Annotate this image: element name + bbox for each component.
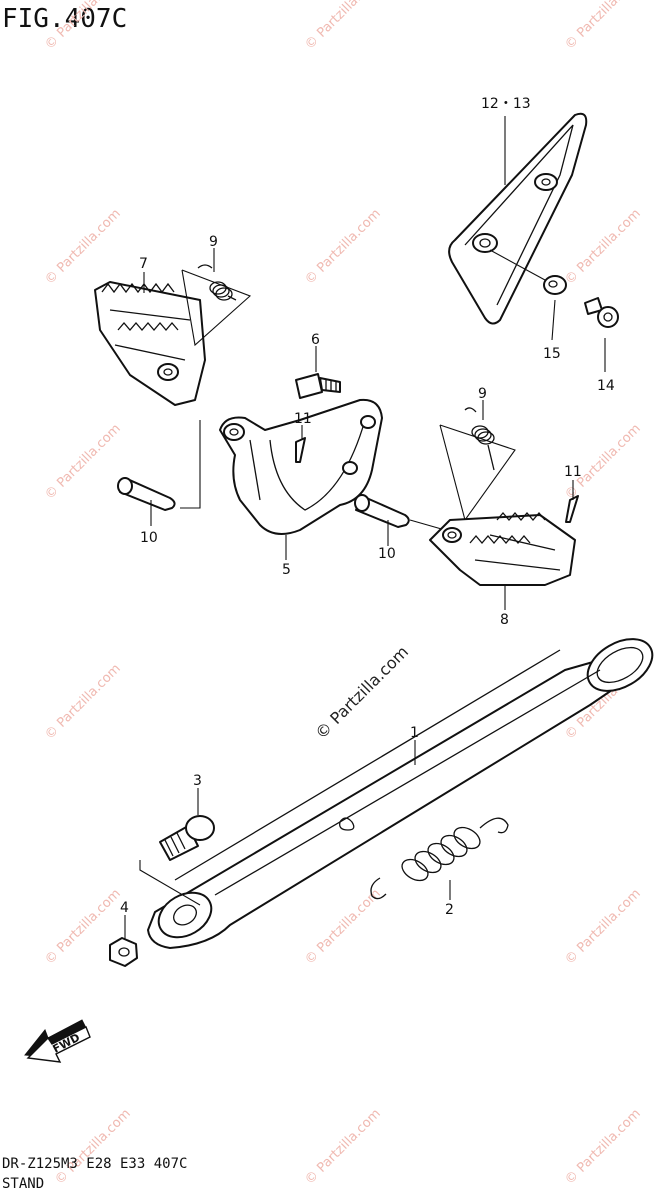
watermark-text: © Partzilla.com xyxy=(562,1106,644,1188)
part-10-pin-right xyxy=(354,494,446,531)
part-1-side-stand xyxy=(147,638,654,949)
callout-15: 15 xyxy=(543,346,561,362)
callout-4: 4 xyxy=(120,900,129,916)
part-14-screw xyxy=(584,297,619,328)
callout-1: 1 xyxy=(410,725,419,741)
fwd-arrow-icon: FWD xyxy=(24,1019,91,1063)
part-4-nut xyxy=(109,937,138,967)
figure-title: FIG.407C xyxy=(2,4,128,34)
part-10-pin-left xyxy=(117,420,201,511)
footer-model-code: DR-Z125M3 E28 E33 407C xyxy=(2,1156,188,1172)
watermark-text: © Partzilla.com xyxy=(562,886,644,968)
part-2-spring xyxy=(370,817,509,900)
watermark-text: © Partzilla.com xyxy=(562,0,644,53)
part-15-collar xyxy=(489,249,567,295)
part-7-footrest xyxy=(94,281,206,406)
callout-7: 7 xyxy=(139,256,148,272)
callout-9: 9 xyxy=(478,386,487,402)
part-6-bolt xyxy=(295,373,341,399)
callout-14: 14 xyxy=(597,378,615,394)
callout-labels: 12・13 15 14 9 7 6 11 10 5 9 11 10 8 1 3 … xyxy=(120,96,615,918)
callout-9: 9 xyxy=(209,234,218,250)
watermark-text: © Partzilla.com xyxy=(562,421,644,503)
part-8-footrest xyxy=(429,512,576,586)
callout-3: 3 xyxy=(193,773,202,789)
part-5-bracket xyxy=(219,398,383,535)
watermark-text: © Partzilla.com xyxy=(42,661,124,743)
center-watermark: © Partzilla.com xyxy=(311,642,412,743)
footer-figure-name: STAND xyxy=(2,1176,45,1192)
watermark-text: © Partzilla.com xyxy=(302,206,384,288)
watermark-text: © Partzilla.com xyxy=(562,206,644,288)
watermark-text: © Partzilla.com xyxy=(42,0,124,53)
callout-10: 10 xyxy=(378,546,396,562)
watermark-text: © Partzilla.com xyxy=(302,1106,384,1188)
watermark-text: © Partzilla.com xyxy=(42,206,124,288)
watermark-text: © Partzilla.com xyxy=(42,421,124,503)
callout-11: 11 xyxy=(294,411,312,427)
part-9-spring-right xyxy=(439,407,516,522)
callout-8: 8 xyxy=(500,612,509,628)
part-3-bolt xyxy=(139,815,215,906)
callout-10: 10 xyxy=(140,530,158,546)
callout-12-13: 12・13 xyxy=(481,96,531,112)
callout-5: 5 xyxy=(282,562,291,578)
part-12-13-plate xyxy=(448,112,588,325)
callout-11: 11 xyxy=(564,464,582,480)
callout-2: 2 xyxy=(445,902,454,918)
part-11-pin-right xyxy=(565,495,579,523)
watermark-text: © Partzilla.com xyxy=(52,1106,134,1188)
callout-6: 6 xyxy=(311,332,320,348)
watermark-text: © Partzilla.com xyxy=(302,0,384,53)
part-9-spring-left xyxy=(181,264,252,347)
watermark-text: © Partzilla.com xyxy=(302,886,384,968)
leader-lines xyxy=(124,116,606,940)
